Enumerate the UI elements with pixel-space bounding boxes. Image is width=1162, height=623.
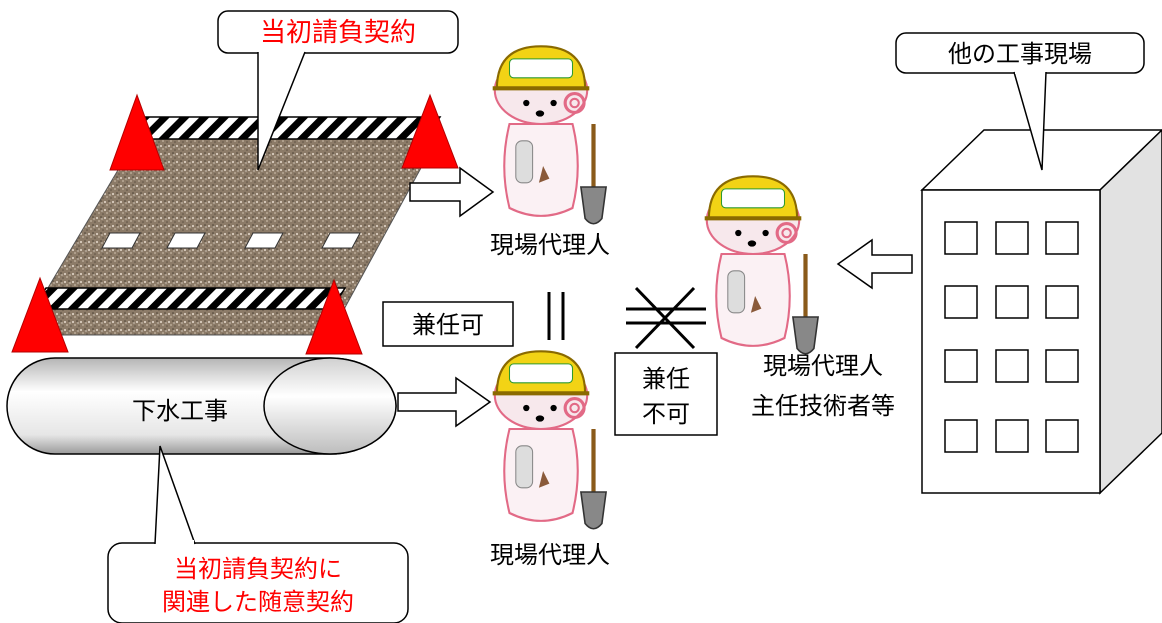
concurrent-ok-label: 兼任可 [412, 311, 484, 339]
sewer-work-label: 下水工事 [132, 397, 228, 425]
building-windows [944, 221, 1079, 453]
callout-related-line1: 当初請負契約に [174, 555, 342, 583]
arrow-group [397, 166, 913, 428]
traffic-cone-icon [109, 93, 165, 171]
sewer-pipe-end [263, 357, 397, 455]
traffic-cone-group [11, 93, 459, 355]
concurrent-ng-box: 兼任 不可 [614, 352, 718, 436]
callout-initial-contract-text: 当初請負契約 [260, 18, 416, 48]
building-side [1099, 128, 1162, 495]
agent-bottom-label: 現場代理人 [490, 541, 610, 569]
traffic-cone-icon [11, 276, 69, 353]
concurrent-ng-line1: 兼任 [642, 365, 690, 393]
callout-related-contract: 当初請負契約に 関連した随意契約 [107, 445, 409, 623]
mascot-agent-right [705, 176, 818, 353]
concurrent-ng-line2: 不可 [642, 400, 690, 428]
agent-top-label: 現場代理人 [490, 231, 610, 259]
road-illustration [11, 93, 459, 355]
agent-right-label-line1: 現場代理人 [763, 352, 883, 380]
sewer-pipe: 下水工事 [6, 357, 397, 455]
callout-related-line2: 関連した随意契約 [162, 588, 354, 616]
arrow-left-icon [836, 238, 913, 290]
callout-initial-contract: 当初請負契約 [217, 10, 459, 171]
callout-other-site-text: 他の工事現場 [948, 40, 1092, 68]
equals-vertical-icon [547, 292, 565, 340]
road-lane-markings [101, 232, 361, 249]
mascot-agent-top [493, 46, 606, 223]
road-barrier-bottom [31, 287, 347, 310]
arrow-right-icon [409, 166, 495, 218]
arrow-right-icon [397, 376, 492, 428]
concurrent-ok-box: 兼任可 [382, 301, 514, 347]
callout-other-site: 他の工事現場 [895, 32, 1145, 171]
not-equal-icon [626, 286, 706, 350]
road-barrier-top [126, 116, 442, 140]
traffic-cone-icon [305, 278, 363, 355]
mascot-agent-bottom [493, 351, 606, 528]
agent-right-label-line2: 主任技術者等 [751, 392, 895, 420]
building-illustration [920, 128, 1162, 495]
traffic-cone-icon [401, 93, 459, 169]
